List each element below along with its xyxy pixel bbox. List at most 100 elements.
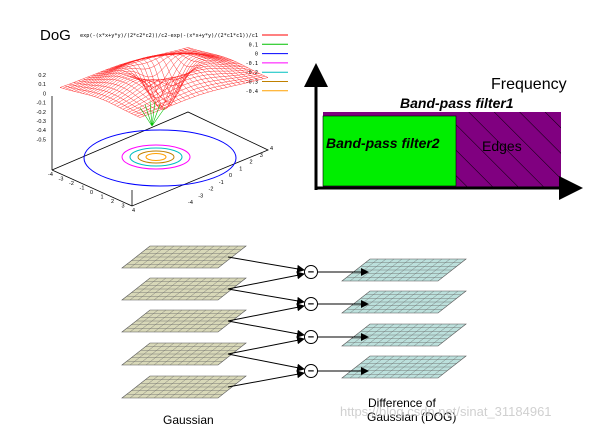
arrow-to-operator bbox=[227, 370, 305, 388]
y-tick-label: 1 bbox=[239, 166, 242, 172]
y-tick-label: 4 bbox=[270, 146, 273, 152]
mesh-line bbox=[139, 77, 269, 118]
minus-symbol: − bbox=[308, 366, 314, 378]
minus-symbol: − bbox=[308, 299, 314, 311]
arrow-to-operator bbox=[227, 353, 305, 372]
subtraction-operators: − − − − bbox=[304, 265, 318, 378]
edges-label: Edges bbox=[482, 138, 522, 154]
minus-operator bbox=[304, 330, 318, 344]
x-tick-label: 2 bbox=[111, 199, 114, 205]
mesh-line bbox=[131, 73, 260, 114]
y-tick-label: -1 bbox=[219, 180, 224, 186]
mesh-line bbox=[65, 48, 194, 90]
mesh-line bbox=[111, 61, 240, 104]
minus-operator bbox=[304, 364, 318, 378]
legend-label: exp(-(x*x+y*y)/(2*c2*c2))/c2-exp(-(x*x+y… bbox=[80, 33, 258, 39]
dog-plot-y-ticks: -4 -3 -2 -1 0 1 2 3 4 bbox=[188, 146, 273, 206]
dog-layer bbox=[341, 290, 467, 314]
z-tick-label: -0.1 bbox=[37, 101, 46, 107]
subtraction-arrows bbox=[227, 256, 369, 388]
legend-label: 0 bbox=[255, 52, 258, 58]
x-tick-label: 3 bbox=[122, 204, 125, 210]
mesh-line bbox=[102, 57, 231, 109]
arrow-to-operator bbox=[227, 256, 305, 273]
band-pass-filter1-label: Band-pass filter1 bbox=[400, 95, 514, 111]
dog-plot-surface bbox=[59, 47, 269, 127]
gaussian-layer bbox=[121, 309, 247, 333]
gaussian-label: Gaussian bbox=[163, 413, 214, 427]
y-tick-label: 0 bbox=[229, 173, 232, 179]
mesh-line bbox=[108, 59, 237, 103]
y-tick-label: -3 bbox=[198, 193, 203, 199]
x-tick-label: 0 bbox=[90, 190, 93, 196]
y-tick-label: 2 bbox=[250, 160, 253, 166]
z-tick-label: -0.2 bbox=[37, 110, 46, 116]
z-tick-label: -0.4 bbox=[37, 128, 46, 134]
dog-layer bbox=[341, 323, 467, 347]
dog-label-line1: Difference of bbox=[368, 396, 436, 410]
mesh-line bbox=[119, 67, 249, 109]
gaussian-layer bbox=[121, 375, 247, 399]
dog-layers bbox=[341, 258, 467, 379]
dog-label-line2: Gaussian (DOG) bbox=[367, 410, 456, 424]
x-tick-label: -4 bbox=[48, 172, 53, 178]
mesh-line bbox=[79, 52, 209, 94]
frequency-label: Frequency bbox=[491, 76, 567, 93]
arrow-to-operator bbox=[227, 288, 305, 305]
y-tick-label: 3 bbox=[260, 153, 263, 159]
y-tick-label: -2 bbox=[209, 187, 214, 193]
y-tick-label: -4 bbox=[188, 200, 193, 206]
mesh-line bbox=[59, 47, 189, 88]
watermark: https://blog.csdn.net/sinat_31184961 bbox=[340, 404, 552, 419]
mesh-line bbox=[69, 83, 150, 115]
arrow-to-operator bbox=[227, 303, 305, 322]
mesh-line bbox=[122, 69, 251, 110]
x-tick-label: 4 bbox=[132, 208, 135, 214]
band-pass-filter2-region bbox=[322, 115, 457, 187]
minus-operator bbox=[304, 265, 318, 279]
minus-symbol: − bbox=[308, 332, 314, 344]
mesh-line bbox=[105, 58, 234, 103]
dog-plot-title: DoG bbox=[40, 27, 71, 44]
dog-pyramid: − − − − Gaussian Difference of Gaussian (DO… bbox=[121, 245, 467, 427]
dog-plot-base-frame bbox=[51, 96, 269, 207]
arrow-to-operator bbox=[227, 271, 305, 290]
legend-label: -0.1 bbox=[246, 61, 259, 67]
x-tick-label: -1 bbox=[80, 186, 85, 192]
legend-label: -0.4 bbox=[246, 89, 259, 95]
gaussian-layer bbox=[121, 277, 247, 301]
dog-plot: DoG exp(-(x*x+y*y)/(2*c2*c2))/c2-exp(-(x… bbox=[37, 27, 288, 214]
arrow-to-operator bbox=[227, 320, 305, 338]
z-tick-label: 0.1 bbox=[38, 82, 46, 88]
contour-funnel bbox=[139, 101, 166, 127]
z-tick-label: 0 bbox=[43, 91, 46, 97]
x-tick-label: 1 bbox=[101, 195, 104, 201]
gaussian-layer bbox=[121, 342, 247, 366]
dog-plot-x-ticks: -4 -3 -2 -1 0 1 2 3 4 bbox=[48, 172, 135, 214]
mesh-line bbox=[71, 50, 200, 91]
dog-plot-contours bbox=[83, 129, 237, 187]
mesh-line bbox=[73, 82, 154, 113]
dog-plot-z-ticks: 0.2 0.1 0 -0.1 -0.2 -0.3 -0.4 -0.5 bbox=[37, 73, 46, 143]
minus-operator bbox=[304, 297, 318, 311]
z-tick-label: -0.3 bbox=[37, 119, 46, 125]
band-pass-filter2-label: Band-pass filter2 bbox=[326, 135, 440, 151]
x-tick-label: -3 bbox=[59, 177, 64, 183]
dog-layer bbox=[341, 258, 467, 282]
edges-hatch bbox=[456, 112, 561, 188]
z-tick-label: 0.2 bbox=[38, 73, 46, 79]
x-tick-label: -2 bbox=[69, 181, 74, 187]
mesh-line bbox=[91, 53, 220, 96]
z-tick-label: -0.5 bbox=[37, 137, 46, 143]
legend-label: -0.3 bbox=[246, 80, 259, 86]
minus-symbol: − bbox=[308, 267, 314, 279]
gaussian-layers bbox=[121, 245, 247, 399]
dog-layer bbox=[341, 355, 467, 379]
mesh-line bbox=[134, 74, 263, 116]
mesh-line bbox=[125, 70, 254, 111]
mesh-line bbox=[99, 55, 229, 110]
gaussian-layer bbox=[121, 245, 247, 269]
legend-label: 0.1 bbox=[249, 42, 258, 48]
frequency-diagram: Frequency Band-pass filter1 Band-pass fi… bbox=[304, 63, 583, 200]
